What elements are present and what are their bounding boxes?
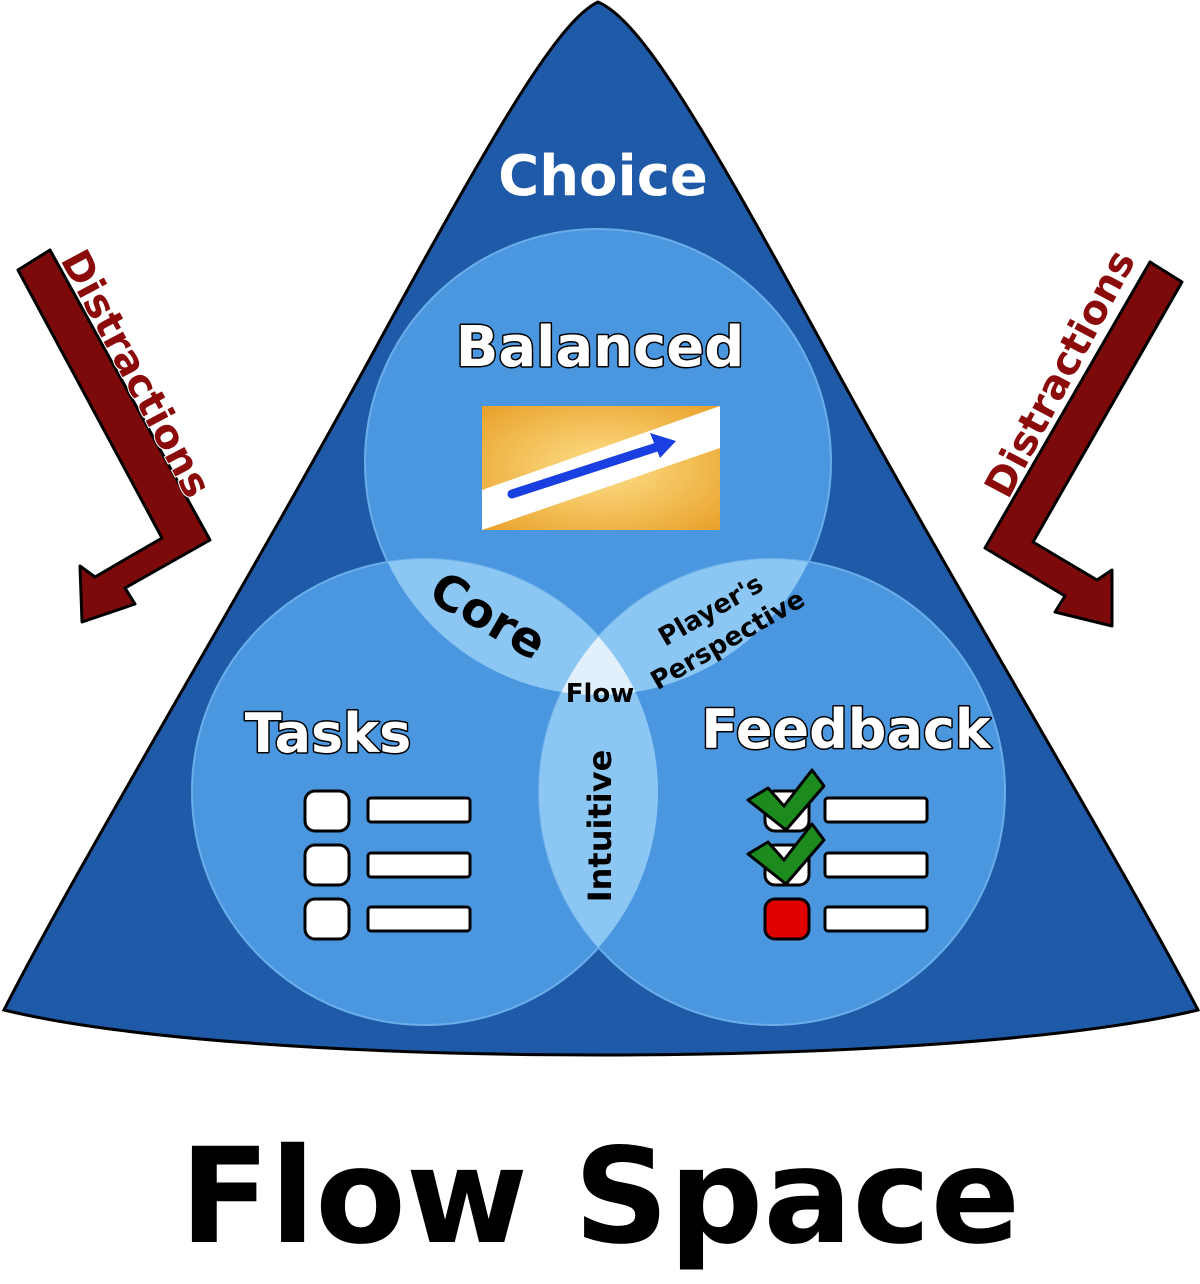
core-overlap [365, 559, 658, 695]
tasks-label: Tasks [245, 702, 412, 765]
choice-label: Choice [498, 144, 708, 209]
fail-status-icon [763, 897, 811, 941]
flow-label: Flow [566, 679, 635, 709]
right-distraction-arrow: Distractions [975, 242, 1184, 628]
feedback-label: Feedback [701, 698, 992, 761]
balanced-label: Balanced [456, 315, 745, 380]
tasks-checklist-icon [303, 789, 472, 941]
feedback-checklist-icon [746, 768, 929, 941]
balance-chart-icon [482, 406, 720, 530]
page-title: Flow Space [180, 1120, 1020, 1274]
intuitive-label: Intuitive [581, 750, 619, 903]
perspective-overlap [539, 559, 831, 695]
left-distraction-arrow: Distractions [16, 242, 221, 624]
check-icon [746, 768, 826, 832]
check-icon [746, 822, 826, 886]
